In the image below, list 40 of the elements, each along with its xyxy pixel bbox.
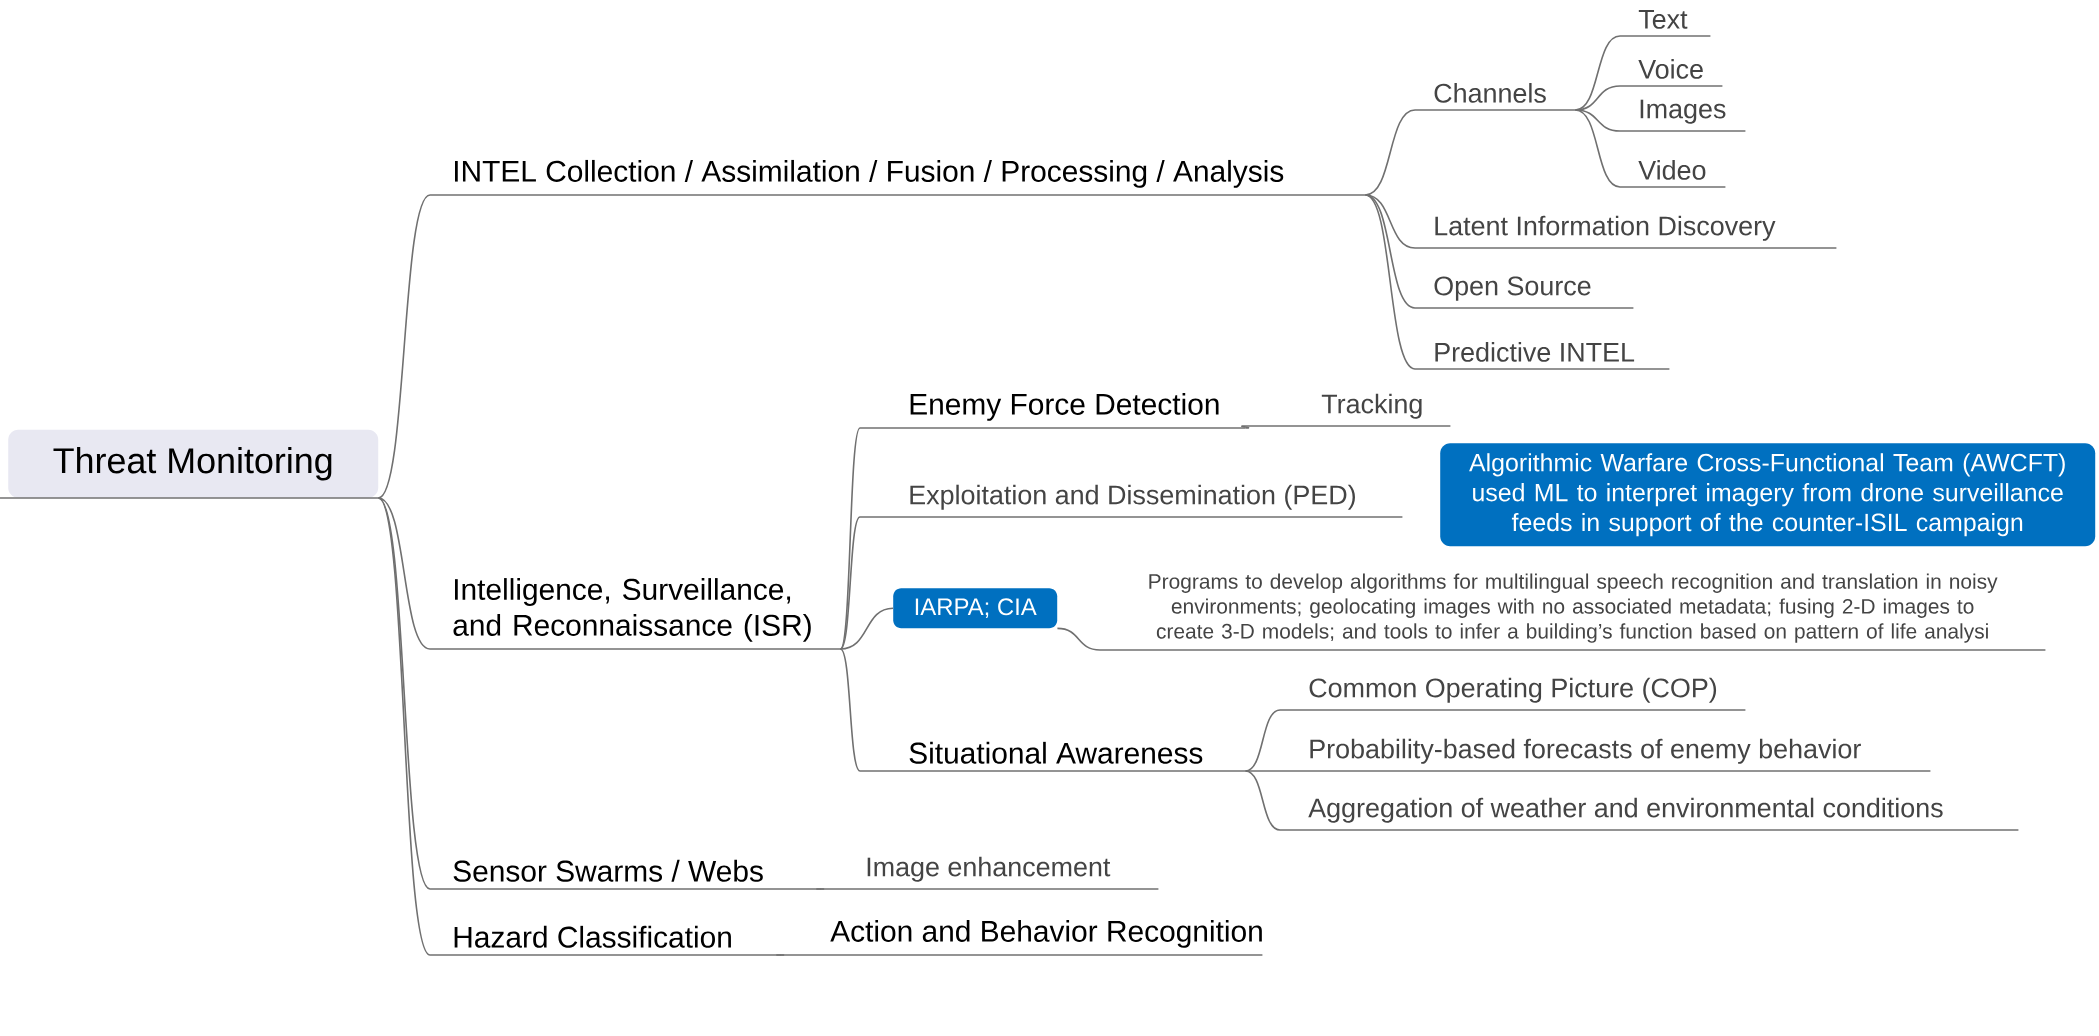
- underlined-topic: Channels: [1414, 83, 1577, 111]
- tag-box: IARPA; CIA: [893, 588, 1058, 629]
- underlined-topic: Open Source: [1414, 276, 1635, 309]
- branch-line: [839, 648, 861, 772]
- underlined-topic: Common Operating Picture (COP): [1279, 677, 1747, 711]
- underlined-topic: Text: [1619, 10, 1712, 37]
- branch-line: [1574, 109, 1621, 132]
- branch-line: [1364, 194, 1416, 309]
- branch-line: [839, 516, 861, 650]
- underlined-note: Programs to develop algorithms for multilingual speech recognition and translation in noisy environments; geolocating images with no associated metadata; fusing 2-D images to create 3-D models; and tools to infer a building’s function based on pattern of life analysi: [1099, 573, 2047, 651]
- branch-line: [839, 607, 894, 650]
- underlined-topic: Sensor Swarms / Webs: [429, 859, 822, 890]
- callout-box: Algorithmic Warfare Cross-Functional Team (AWCFT) used ML to interpret imagery from drone surveillance feeds in support of the counter-ISIL campaign: [1440, 443, 2096, 547]
- underlined-topic: Predictive INTEL: [1414, 342, 1671, 370]
- underlined-topic: Images: [1619, 99, 1747, 132]
- branch-line: [377, 194, 431, 499]
- underlined-topic: Aggregation of weather and environmental conditions: [1279, 797, 2020, 831]
- branch-line: [1574, 109, 1621, 188]
- underlined-topic: Situational Awareness: [859, 741, 1247, 772]
- underlined-topic: Tracking: [1244, 393, 1452, 427]
- branch-line: [1244, 770, 1281, 831]
- underlined-topic: Exploitation and Dissemination (PED): [859, 484, 1404, 518]
- underlined-topic: Enemy Force Detection: [859, 392, 1247, 429]
- topic-box: Threat Monitoring: [0, 429, 380, 499]
- branch-line: [1244, 770, 1281, 772]
- branch-line: [776, 954, 785, 956]
- branch-line: [1364, 194, 1416, 370]
- underlined-topic: Hazard Classification: [429, 925, 782, 956]
- branch-line: [1241, 425, 1250, 429]
- underlined-topic: Action and Behavior Recognition: [779, 919, 1264, 956]
- underlined-topic: INTEL Collection / Assimilation / Fusion / Processing / Analysis: [429, 159, 1367, 196]
- underlined-topic: Voice: [1619, 59, 1724, 87]
- underlined-topic: Intelligence, Surveillance, and Reconnaissance (ISR): [429, 578, 842, 650]
- underlined-topic: Latent Information Discovery: [1414, 215, 1838, 249]
- underlined-topic: Image enhancement: [819, 856, 1160, 890]
- branch-line: [1056, 627, 1101, 651]
- branch-line: [377, 497, 431, 650]
- branch-line: [816, 888, 825, 890]
- underlined-topic: Probability-based forecasts of enemy behavior: [1279, 738, 1932, 772]
- underlined-topic: Video: [1619, 160, 1727, 188]
